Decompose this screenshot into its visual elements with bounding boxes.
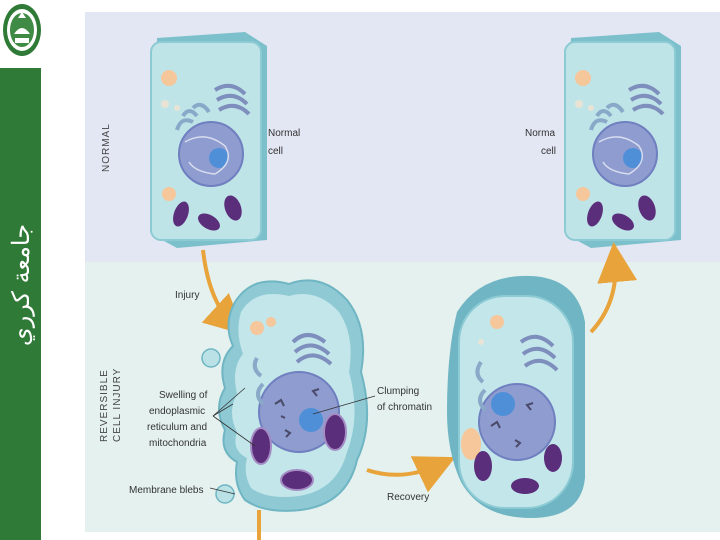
recovery-arrow [366,456,456,493]
injury-band [85,262,720,532]
label-normal-cell-left-2: cell [268,146,283,157]
label-clumping-2: of chromatin [377,402,432,413]
nucleolus [209,148,229,168]
cell-injury-diagram: NORMAL REVERSIBLE CELL INJURY Normal cel… [85,12,720,540]
pointer-lines [209,387,376,495]
nucleolus [491,392,515,416]
label-swelling-1: Swelling of [159,390,208,401]
label-normal-cell-right-2: cell [541,146,556,157]
label-injury: Injury [175,290,199,301]
label-clumping-1: Clumping [377,386,419,397]
label-normal-cell-left-1: Normal [268,128,300,139]
label-recovery: Recovery [387,492,429,503]
return-arrow [589,242,638,334]
university-logo [0,0,45,66]
university-name-text: جامعة كرري [7,223,35,347]
university-name: جامعة كرري [4,140,38,430]
nucleolus [299,408,323,432]
section-cell-injury-label: CELL INJURY [112,368,123,442]
normal-cell-left [150,32,267,248]
sidebar-bar [0,68,41,540]
swollen-cell [201,279,369,512]
nucleus [478,383,556,461]
nucleolus [623,148,643,168]
nucleus [258,371,340,453]
label-swelling-4: mitochondria [149,438,207,449]
label-normal-cell-right-1: Norma [525,128,555,139]
normal-cell-right [564,32,681,248]
section-reversible-label: REVERSIBLE [99,369,110,442]
label-swelling-3: reticulum and [147,422,207,433]
label-swelling-2: endoplasmic [149,406,205,417]
label-membrane-blebs: Membrane blebs [129,485,203,496]
recovering-cell [447,275,585,518]
section-normal-label: NORMAL [101,123,112,172]
